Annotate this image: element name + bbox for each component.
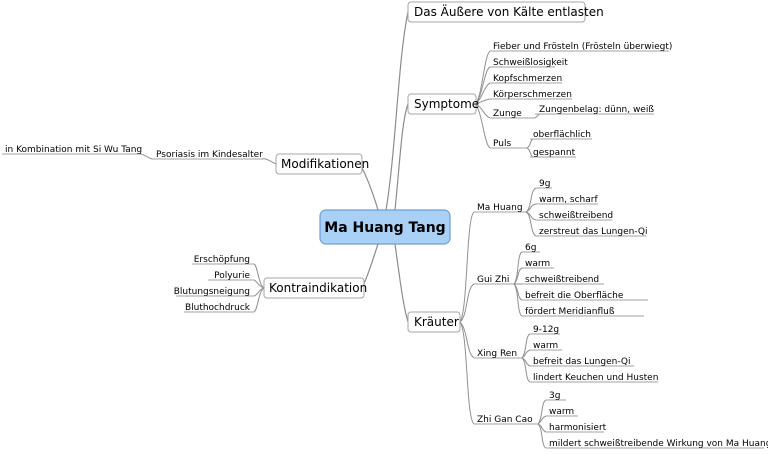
kraut-detail[interactable]: harmonisiert xyxy=(549,423,607,433)
kraut-name[interactable]: Zhi Gan Cao xyxy=(477,415,533,425)
link-zgc-4 xyxy=(537,423,547,449)
link-entlasten xyxy=(385,11,409,211)
kraut-detail[interactable]: warm, scharf xyxy=(539,195,598,205)
link-mh-1 xyxy=(525,187,537,213)
topic-kontraindikation-box xyxy=(263,277,365,299)
symptom-item[interactable]: Körperschmerzen xyxy=(493,90,572,100)
kontraindikation-item[interactable]: Bluthochdruck xyxy=(185,303,251,313)
kraut-detail[interactable]: mildert schweißtreibende Wirkung von Ma … xyxy=(549,439,768,449)
kraut-detail[interactable]: lindert Keuchen und Husten xyxy=(533,373,658,383)
topic-symptome-label: Symptome xyxy=(414,97,479,111)
central-topic-label: Ma Huang Tang xyxy=(324,220,445,236)
topic-symptome-box xyxy=(407,93,477,115)
central-topic[interactable]: Ma Huang Tang xyxy=(319,209,451,245)
topic-entlasten[interactable]: Das Äußere von Kälte entlasten xyxy=(407,1,604,23)
link-gz-2 xyxy=(513,267,523,285)
symptom-item[interactable]: Kopfschmerzen xyxy=(493,74,562,84)
symptom-puls-detail[interactable]: gespannt xyxy=(533,148,576,158)
kontraindikation-item[interactable]: Polyurie xyxy=(214,271,250,281)
kontraindikation-item[interactable]: Erschöpfung xyxy=(194,255,250,265)
modifikation-item[interactable]: Psoriasis im Kindesalter xyxy=(156,150,263,160)
link-sym-3 xyxy=(474,82,491,105)
link-mod-detail xyxy=(139,153,153,160)
topic-modifikationen-box xyxy=(275,153,363,175)
topic-kraeuter-label: Kräuter xyxy=(414,315,459,329)
kraut-detail[interactable]: schweißtreibend xyxy=(539,211,613,221)
link-kr-guizhi xyxy=(459,283,475,323)
link-zgc-2 xyxy=(537,415,547,425)
modifikation-detail[interactable]: in Kombination mit Si Wu Tang xyxy=(5,145,142,155)
link-symptome xyxy=(394,103,409,211)
topic-kontraindikation[interactable]: Kontraindikation xyxy=(263,277,367,299)
topic-modifikationen-label: Modifikationen xyxy=(281,157,369,171)
symptom-item[interactable]: Fieber und Frösteln (Frösteln überwiegt) xyxy=(493,42,672,52)
link-sym-puls xyxy=(474,103,491,149)
link-kraeuter xyxy=(394,243,409,323)
topic-symptome[interactable]: Symptome xyxy=(407,93,479,115)
link-mh-4 xyxy=(525,211,537,237)
kraut-detail[interactable]: warm xyxy=(533,341,558,351)
central-topic-box xyxy=(319,209,451,245)
link-ki-4 xyxy=(253,287,265,313)
symptom-puls[interactable]: Puls xyxy=(493,139,511,149)
link-sym-zunge xyxy=(474,103,491,119)
link-gz-5 xyxy=(513,283,523,317)
kraut-name[interactable]: Gui Zhi xyxy=(477,275,509,285)
link-gz-1 xyxy=(513,251,523,285)
symptom-item[interactable]: Schweißlosigkeit xyxy=(493,58,568,68)
link-xr-1 xyxy=(521,333,531,359)
link-zgc-1 xyxy=(537,399,547,425)
kraut-detail[interactable]: 3g xyxy=(549,391,560,401)
kraut-detail[interactable]: befreit die Oberfläche xyxy=(525,291,624,301)
topic-kraeuter[interactable]: Kräuter xyxy=(407,311,461,333)
topic-entlasten-box xyxy=(407,1,586,23)
kraut-name[interactable]: Ma Huang xyxy=(477,203,523,213)
kraut-detail[interactable]: warm xyxy=(549,407,574,417)
link-sym-4 xyxy=(474,98,491,105)
kraut-detail[interactable]: fördert Meridianfluß xyxy=(525,307,615,317)
kraut-detail[interactable]: warm xyxy=(525,259,550,269)
symptom-zunge-detail[interactable]: Zungenbelag: dünn, weiß xyxy=(539,105,654,115)
kraut-detail[interactable]: schweißtreibend xyxy=(525,275,599,285)
kraut-detail[interactable]: 6g xyxy=(525,243,536,253)
kraut-detail[interactable]: 9g xyxy=(539,179,550,189)
topic-kontraindikation-label: Kontraindikation xyxy=(269,281,367,295)
link-kr-zhigancao xyxy=(459,321,475,425)
topic-entlasten-label: Das Äußere von Kälte entlasten xyxy=(414,4,604,19)
link-mod-item xyxy=(261,158,277,165)
topic-modifikationen[interactable]: Modifikationen xyxy=(275,153,369,175)
kontraindikation-item[interactable]: Blutungsneigung xyxy=(174,287,250,297)
topic-kraeuter-box xyxy=(407,311,461,333)
link-ki-1 xyxy=(253,263,265,289)
link-mh-2 xyxy=(525,203,537,213)
link-ki-2 xyxy=(253,279,265,289)
link-kr-mahuang xyxy=(459,211,475,323)
kraut-detail[interactable]: 9-12g xyxy=(533,325,559,335)
kraut-detail[interactable]: zerstreut das Lungen-Qi xyxy=(539,227,647,237)
link-xr-4 xyxy=(521,357,531,383)
kraut-name[interactable]: Xing Ren xyxy=(477,349,517,359)
symptom-zunge[interactable]: Zunge xyxy=(493,109,522,119)
link-puls-1 xyxy=(526,138,534,149)
link-xr-2 xyxy=(521,349,531,359)
symptom-puls-detail[interactable]: oberflächlich xyxy=(533,130,591,140)
kraut-detail[interactable]: befreit das Lungen-Qi xyxy=(533,357,631,367)
